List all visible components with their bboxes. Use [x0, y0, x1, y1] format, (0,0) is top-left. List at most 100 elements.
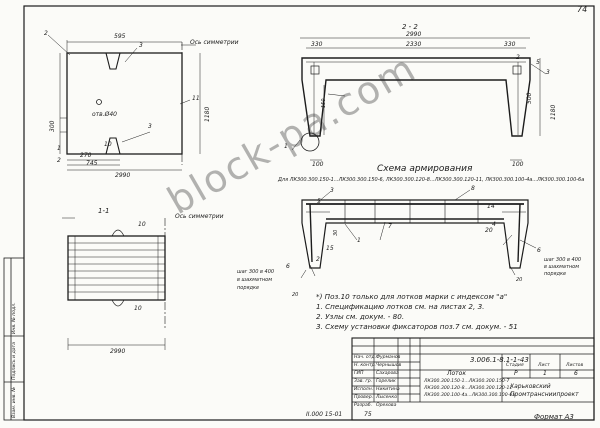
- plan-dim-595: 595: [114, 33, 126, 40]
- plan-mark-3b: 3: [148, 123, 152, 130]
- tb-name-4: Никитина: [376, 387, 400, 392]
- tb-role-2: ГИП: [354, 371, 364, 376]
- scheme-mark-6a: 6: [286, 263, 290, 270]
- tb-name-1: Чернышов: [376, 363, 402, 368]
- scheme-mark-6b: 6: [537, 247, 541, 254]
- tb-name-3: Горелик: [376, 379, 396, 384]
- scheme-mark-20: 20: [485, 227, 493, 234]
- tb-product-mark-0: ЛК300.300.150-1...ЛК300.300.150-7: [424, 379, 510, 384]
- s22-dim-100a: 100: [312, 161, 324, 168]
- title-sheet-code: 3.006.1-8.1-1-43: [470, 356, 529, 364]
- section11-outline: [67, 235, 166, 301]
- scheme-subtitle: Для ЛК300.300.150-1...ЛК300.300.150-6, Л…: [278, 177, 585, 183]
- plan-mark-11: 11: [192, 95, 200, 102]
- scheme-mark-1: 1: [357, 237, 361, 244]
- plan-dim-2990: 2990: [115, 172, 131, 179]
- s22-dim-2330: 2330: [406, 41, 422, 48]
- section22-node-circle: [300, 132, 320, 152]
- plan-mark-3: 3: [139, 42, 143, 49]
- scheme-title: Схема армирования: [377, 164, 473, 174]
- note-2: 2. Узлы см. докум. - 80.: [316, 312, 405, 321]
- tb-role-0: Нач. отд.: [354, 355, 377, 360]
- scheme-mark-15: 15: [326, 245, 334, 252]
- left-stamp-strip: [3, 257, 25, 421]
- s22-mark-5: 5: [536, 59, 540, 66]
- s22-dim-100b: 100: [512, 161, 524, 168]
- plan-hole: [96, 99, 102, 105]
- plan-dim-1180: 1180: [204, 106, 211, 122]
- s22-dim-330a: 330: [311, 41, 323, 48]
- s22-dim-330b: 330: [504, 41, 516, 48]
- scheme-mark-20c: 20: [292, 292, 299, 298]
- scheme-mark-8: 8: [471, 185, 475, 192]
- plan-outline: [66, 52, 183, 155]
- plan-slot-top: [105, 52, 121, 70]
- tb-name-6: Орехова: [376, 403, 397, 408]
- scheme-mark-4: 4: [492, 221, 496, 228]
- tb-role-4: Исполн.: [354, 387, 374, 392]
- s11-dim-2990: 2990: [110, 348, 126, 355]
- tb-product-mark-1: ЛК300.300.120-8...ЛК300.300.120-11: [424, 386, 513, 391]
- plan-mark-2: 2: [44, 30, 48, 37]
- scheme-mark-7: 7: [388, 223, 392, 230]
- embed-note-right-3: порядке: [544, 271, 567, 277]
- tb-product: Лоток: [447, 370, 466, 377]
- section22-outline: [301, 57, 531, 137]
- scheme-outline: [301, 199, 529, 269]
- plan-slot-bottom: [105, 137, 121, 155]
- axis-label-bottom: Ось симметрии: [175, 213, 224, 220]
- tb-sheets: 6: [574, 370, 578, 377]
- embed-note-left-2: в шахматном: [237, 277, 272, 283]
- axis-label-top: Ось симметрии: [190, 39, 239, 46]
- tb-name-2: Сахарова: [376, 371, 399, 376]
- section-22-title: 2 - 2: [402, 23, 418, 31]
- tb-sheet: 1: [543, 370, 547, 377]
- s11-mark-10a: 10: [138, 221, 146, 228]
- s22-dim-150: 150: [321, 98, 327, 108]
- note-0: *) Поз.10 только для лотков марки с инде…: [316, 292, 508, 301]
- embed-note-left-1: шаг 300 в 400: [237, 269, 275, 275]
- tb-organization: Харьковский Промтрансниипроект: [510, 383, 579, 398]
- tb-role-6: Разраб.: [354, 403, 373, 408]
- scheme-mark-2: 2: [316, 256, 320, 263]
- tb-role-3: Зав. гр.: [354, 379, 373, 384]
- plan-mark-10: 10: [104, 141, 112, 148]
- s22-mark-3: 3: [546, 69, 550, 76]
- note-3: 3. Схему установки фиксаторов поз.7 см. …: [316, 322, 518, 331]
- s11-mark-10b: 10: [134, 305, 142, 312]
- s22-dim-1180: 1180: [550, 104, 557, 120]
- s22-mark-1: 1: [284, 143, 288, 150]
- plan-mark-1: 1: [57, 145, 61, 152]
- plan-dim-300: 300: [49, 120, 56, 132]
- section-11-title: 1-1: [98, 207, 110, 215]
- plan-dim-745: 745: [86, 160, 98, 167]
- scheme-mark-5: 5: [317, 198, 321, 205]
- tb-role-1: Н. контр.: [354, 363, 377, 368]
- stamp-inv-no: Инв. № подл.: [12, 302, 17, 334]
- footer-format: Формат А3: [534, 413, 574, 421]
- s22-dim-500: 500: [526, 92, 533, 104]
- footer-number: 75: [364, 411, 372, 418]
- scheme-mark-3: 3: [330, 187, 334, 194]
- scheme-mark-14: 14: [487, 203, 495, 210]
- tb-role-5: Провер.: [354, 395, 374, 400]
- embed-note-right-1: шаг 300 в 400: [544, 257, 582, 263]
- scheme-mark-20b: 20: [516, 277, 523, 283]
- title-block-lines: [351, 337, 595, 421]
- s22-dim-2990: 2990: [406, 31, 422, 38]
- plan-hole-label: отв.Ø40: [92, 111, 117, 118]
- tb-sheets-header: Листов: [566, 363, 584, 368]
- tb-stage-header: Стадия: [506, 363, 524, 368]
- plan-dim-270: 270: [80, 152, 92, 159]
- tb-name-0: Фурманов: [376, 355, 401, 360]
- notes-block: *) Поз.10 только для лотков марки с инде…: [316, 292, 518, 332]
- note-1: 1. Спецификацию лотков см. на листах 2, …: [316, 302, 485, 311]
- plan-mark-2b: 2: [57, 157, 61, 164]
- tb-name-5: Лысенко: [376, 395, 398, 400]
- embed-note-right-2: в шахматном: [544, 264, 579, 270]
- tb-product-mark-2: ЛК300.300.100-4а...ЛК300.300.100-6а: [424, 393, 516, 398]
- stamp-replace-inv: Взам. инв. №: [12, 386, 17, 418]
- tb-sheet-header: Лист: [538, 363, 550, 368]
- sheet-frame: [23, 5, 595, 421]
